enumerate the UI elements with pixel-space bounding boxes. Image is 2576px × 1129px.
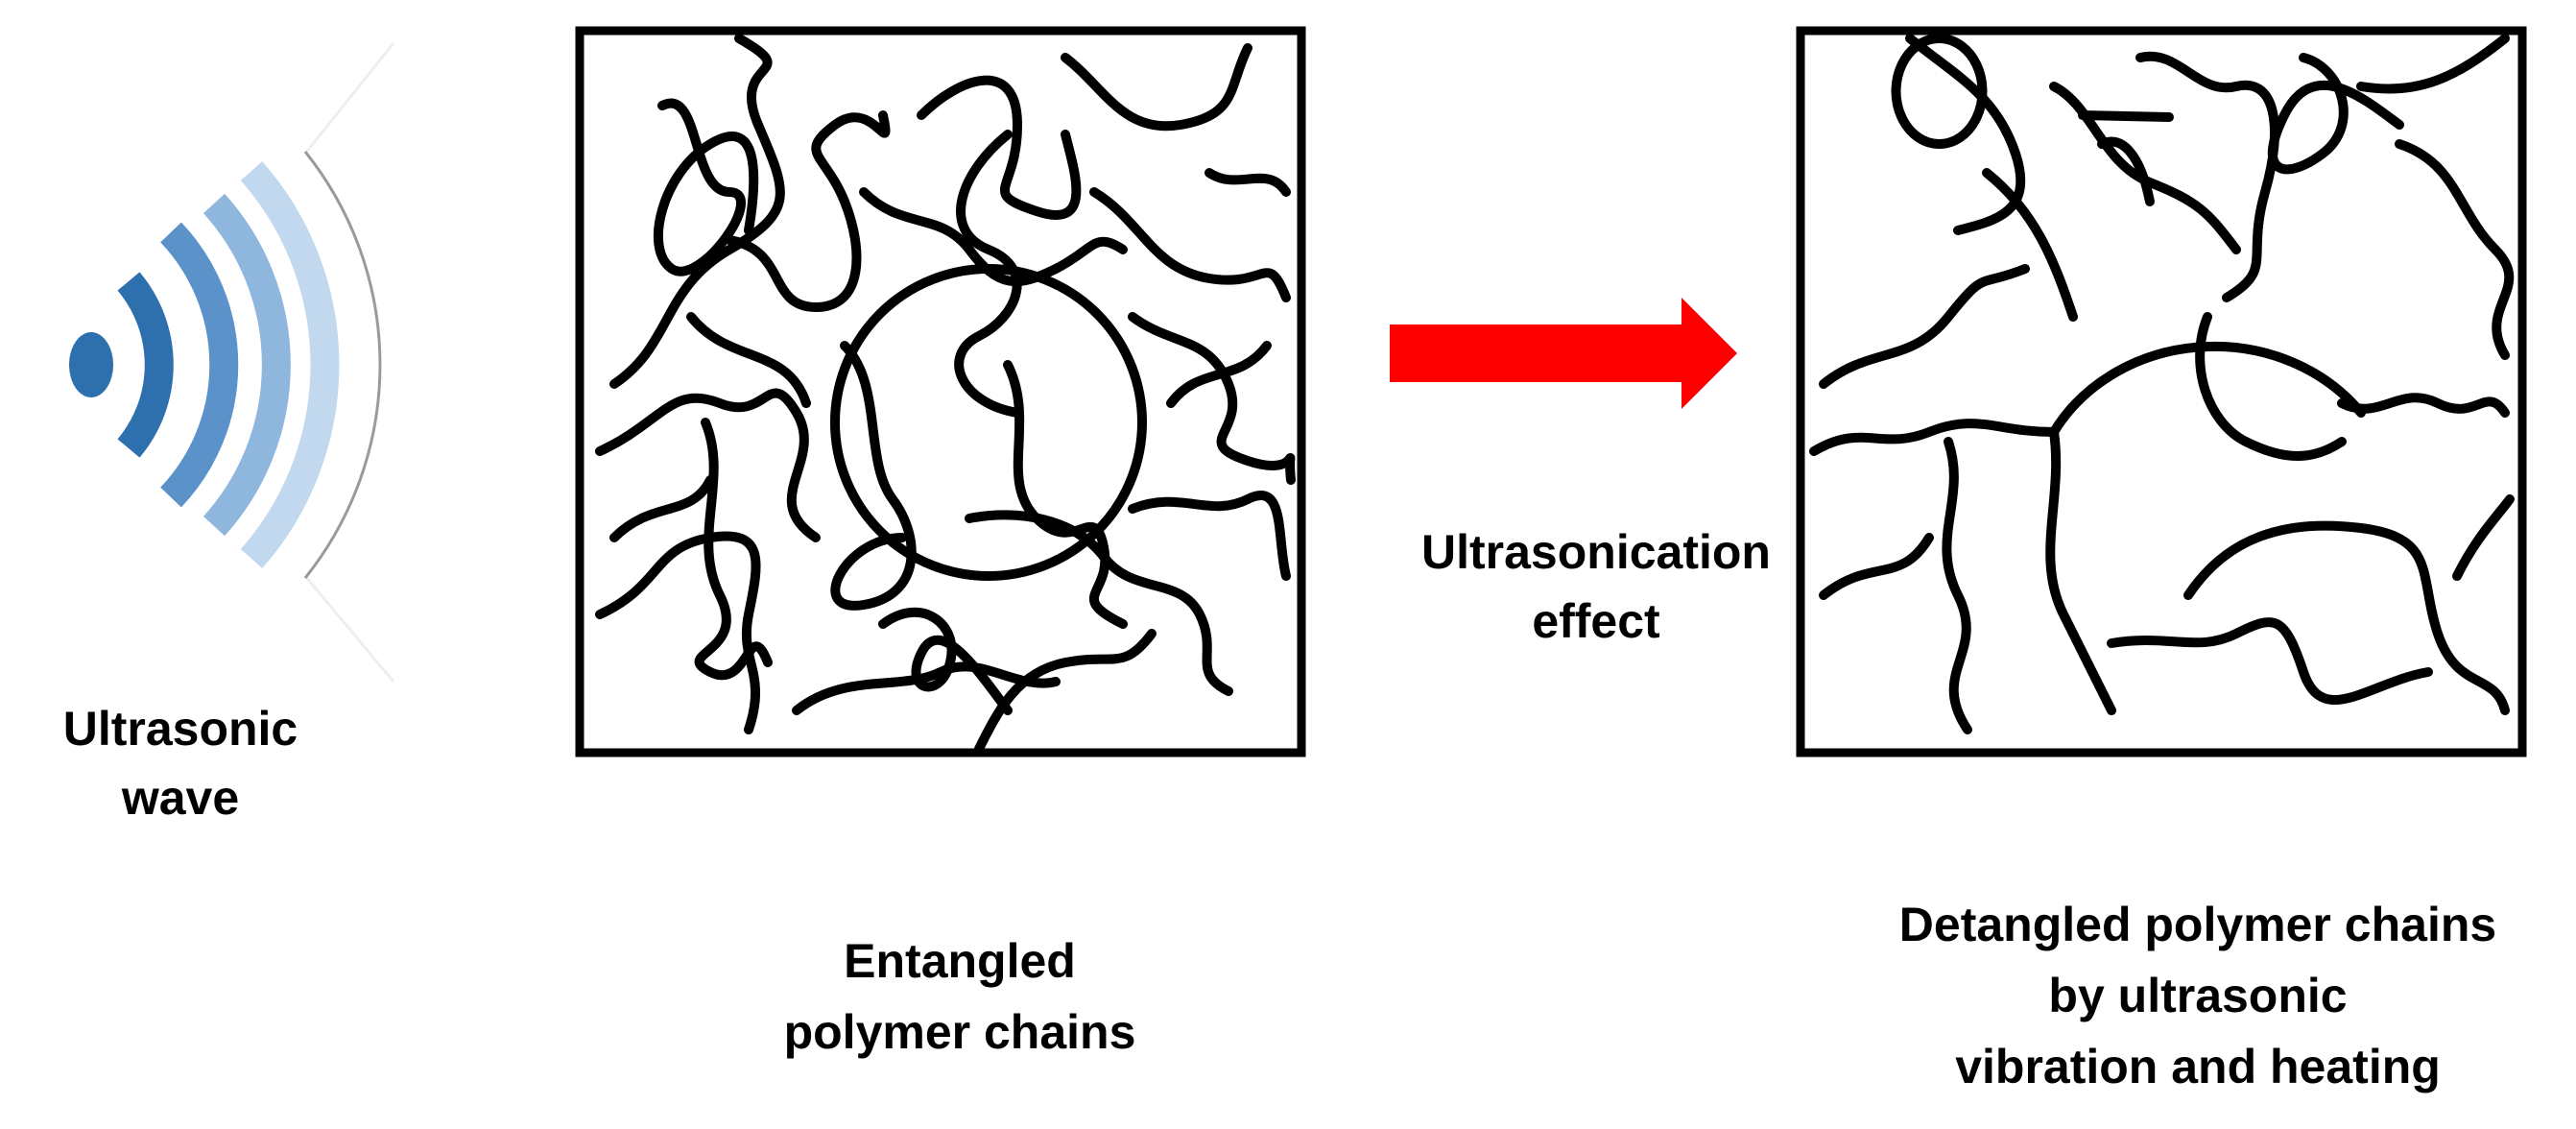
- polymer-chain: [1128, 491, 1291, 581]
- wave-label-line1: Ultrasonic: [63, 702, 298, 756]
- ultrasonic-wave-icon: [69, 42, 395, 683]
- polymer-chain: [2183, 520, 2510, 715]
- polymer-chain: [609, 34, 785, 389]
- polymer-chain: [1942, 437, 1972, 734]
- entangled-chains-box: [575, 26, 1306, 757]
- detangled-caption-line3: vibration and heating: [1955, 1040, 2441, 1093]
- detangled-caption-line2: by ultrasonic: [2048, 969, 2347, 1022]
- polymer-chain: [2045, 427, 2116, 715]
- detangled-box-frame: [1796, 26, 2527, 757]
- detangled-chains-box: [1796, 26, 2527, 757]
- entangled-caption-line2: polymer chains: [784, 1005, 1136, 1059]
- polymer-chain: [2107, 617, 2433, 706]
- polymer-chain: [2452, 494, 2515, 581]
- polymer-chain: [792, 661, 1061, 715]
- polymer-chain: [595, 531, 761, 734]
- polymer-chain: [2395, 139, 2515, 360]
- wave-arc-3: [203, 193, 291, 537]
- wave-arc-2: [160, 222, 239, 508]
- entangled-chains: [595, 34, 1296, 754]
- polymer-chain: [654, 98, 759, 276]
- ultrasonication-arrow: [1390, 298, 1737, 409]
- wave-fan-edge-top: [303, 42, 395, 155]
- polymer-chain: [1819, 264, 2030, 389]
- polymer-chain: [2078, 110, 2174, 122]
- polymer-chain: [1819, 533, 1934, 600]
- wave-fan-edge-bottom: [303, 575, 395, 683]
- polymer-chain: [1905, 34, 2026, 235]
- polymer-chain: [830, 341, 917, 611]
- polymer-chain: [1128, 312, 1296, 485]
- entangled-caption-line1: Entangled: [844, 934, 1076, 988]
- wave-label-line2: wave: [121, 771, 239, 825]
- polymer-chain: [2337, 393, 2510, 418]
- polymer-chain: [1891, 34, 2078, 322]
- polymer-chain: [859, 187, 1128, 286]
- polymer-chain: [1166, 341, 1272, 408]
- polymer-chain: [965, 510, 1233, 696]
- polymer-chain: [2267, 53, 2404, 175]
- arrow-label-line2: effect: [1532, 594, 1660, 648]
- red-arrow-icon: [1390, 298, 1737, 409]
- polymer-chain: [686, 312, 811, 408]
- polymer-chain: [2135, 51, 2279, 302]
- polymer-chain: [1089, 187, 1291, 302]
- polymer-chain: [878, 607, 1013, 715]
- detangled-chains: [1809, 34, 2515, 734]
- wave-source-dot: [69, 332, 113, 397]
- polymer-chain: [609, 475, 715, 542]
- wave-arc-4: [240, 161, 340, 568]
- polymer-chain: [974, 629, 1157, 754]
- polymer-chain: [917, 75, 1082, 220]
- arrow-label-line1: Ultrasonication: [1421, 525, 1771, 579]
- polymer-chain: [1809, 419, 2059, 456]
- polymer-chain: [1061, 43, 1252, 132]
- polymer-chain: [725, 110, 891, 312]
- polymer-chain: [2097, 136, 2155, 206]
- polymer-chain: [1205, 168, 1291, 197]
- wave-arc-5: [303, 151, 382, 579]
- polymer-chain: [2356, 34, 2510, 94]
- polymer-chain: [954, 130, 1022, 418]
- wave-arc-1: [117, 272, 174, 458]
- polymer-chain: [595, 388, 821, 542]
- detangled-caption-line1: Detangled polymer chains: [1899, 898, 2496, 951]
- polymer-chain: [2195, 312, 2347, 461]
